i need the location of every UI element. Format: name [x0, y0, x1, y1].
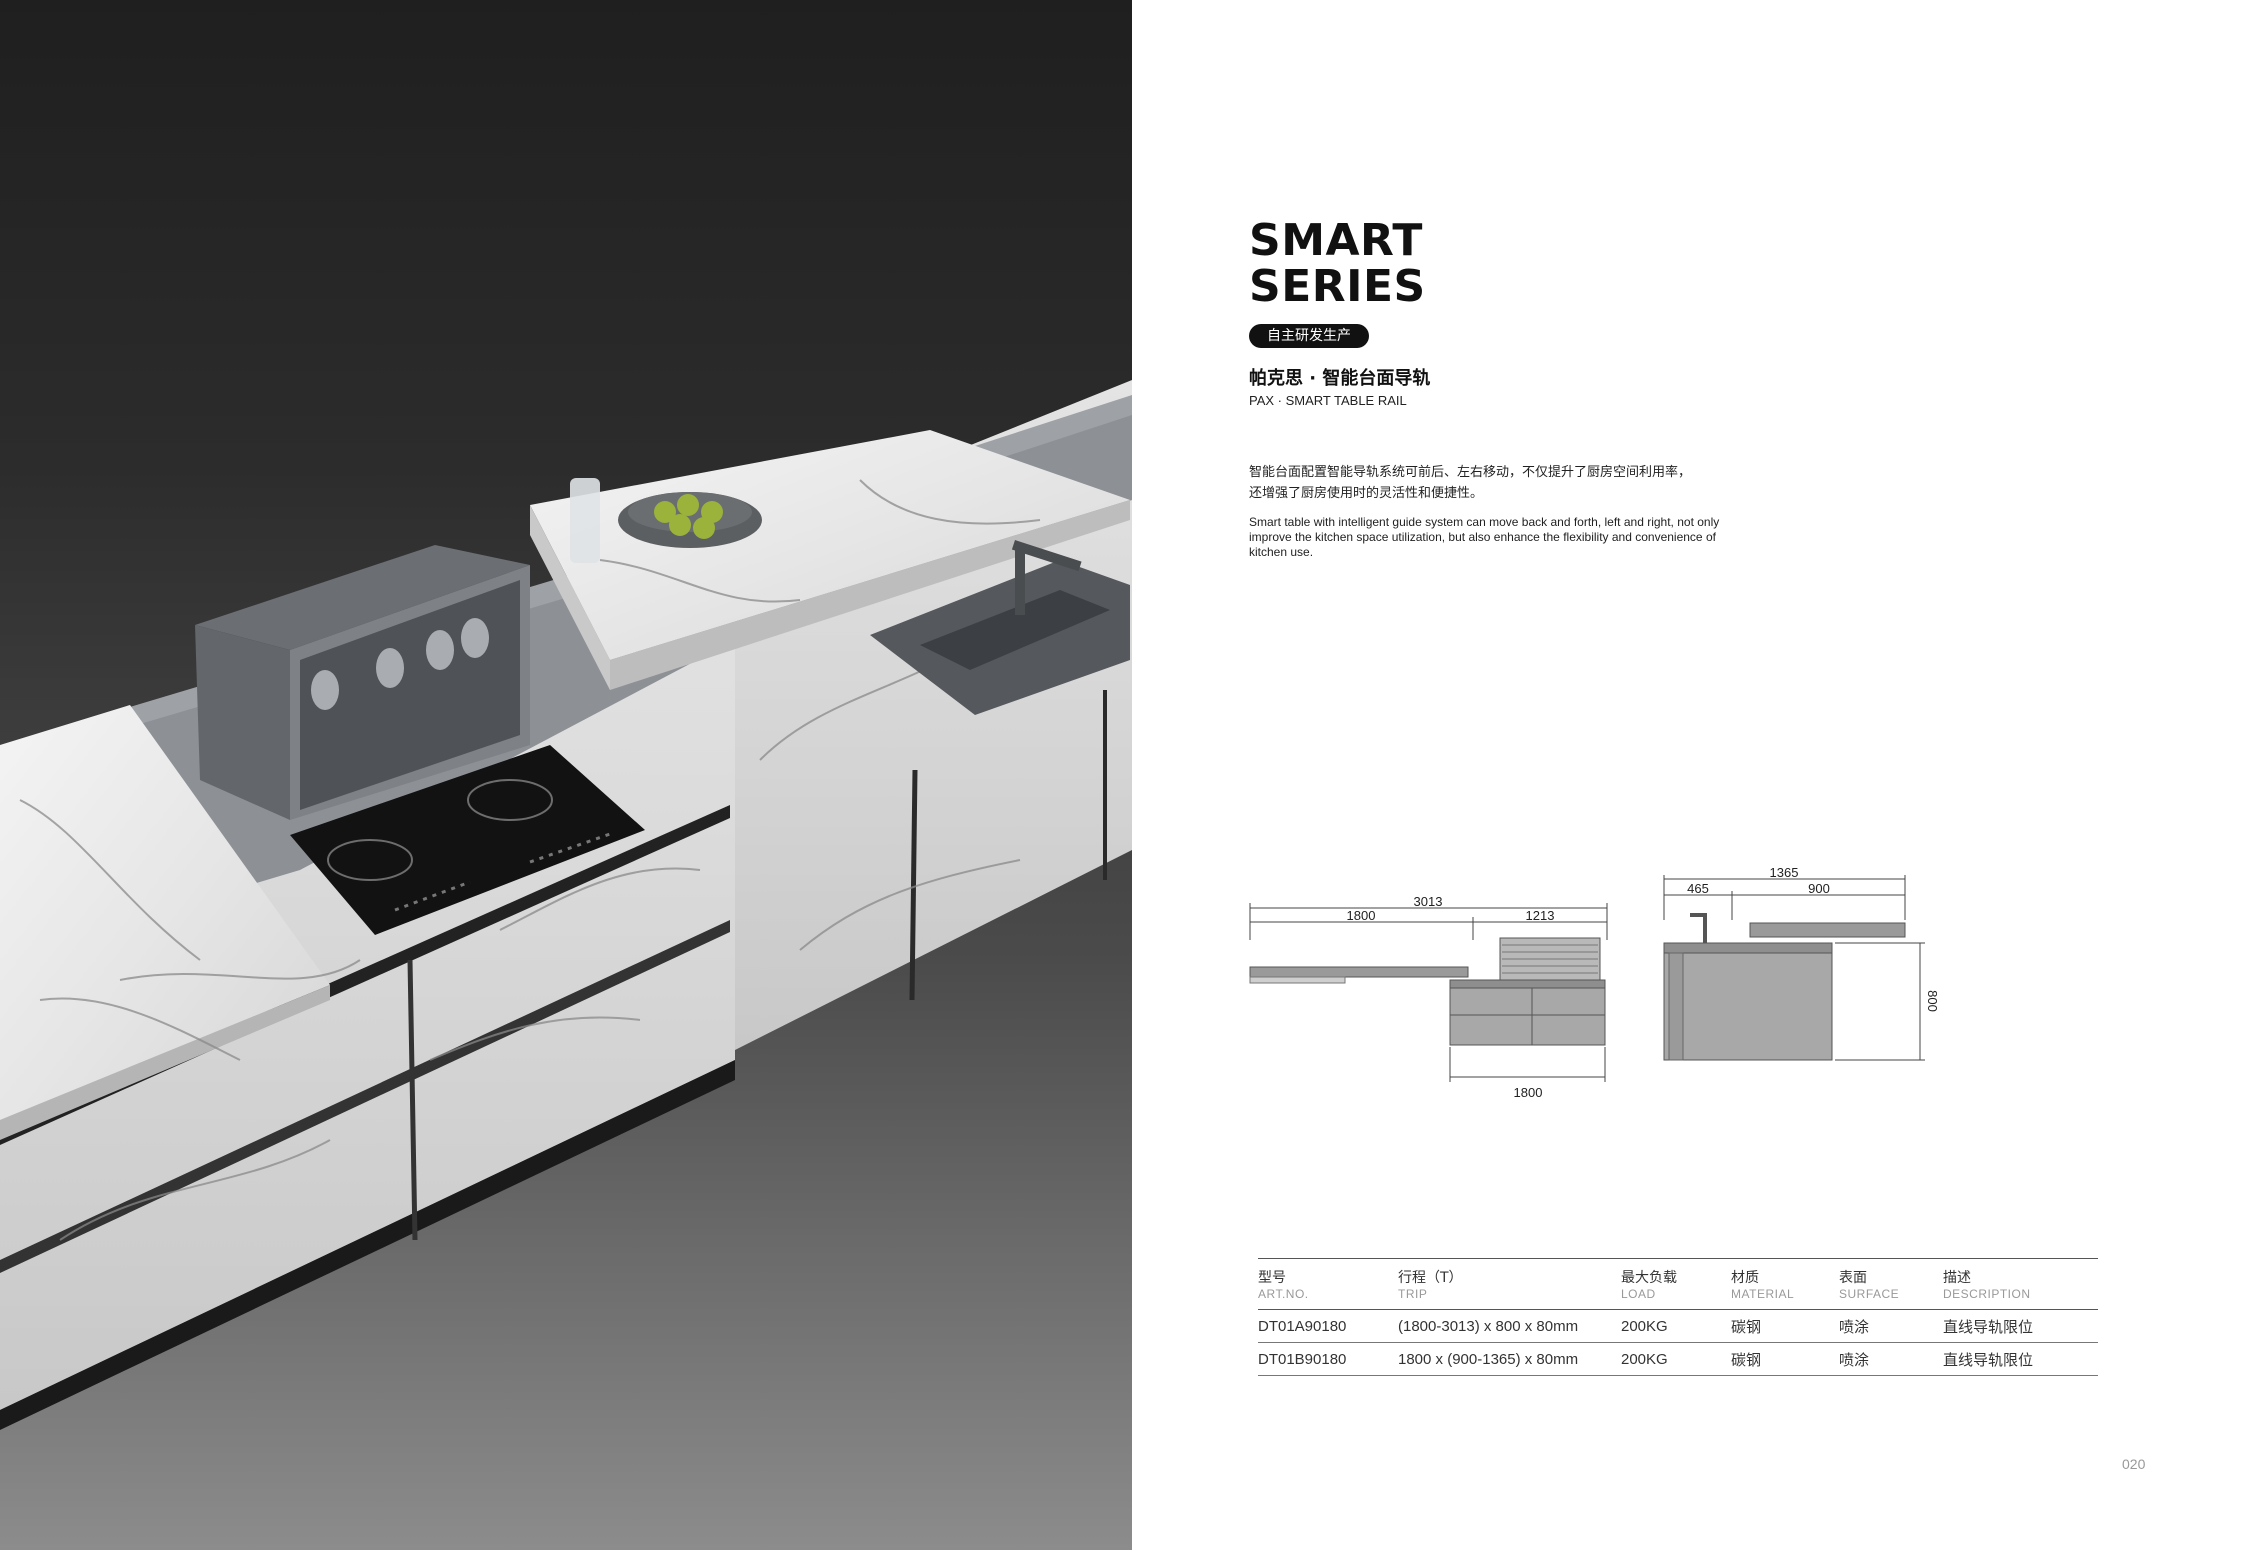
dim-front-left: 1800: [1347, 908, 1376, 923]
dim-side-height: 800: [1925, 990, 1940, 1012]
spec-table-header: 型号 ART.NO. 行程（T） TRIP 最大负载 LOAD 材质 MATER…: [1258, 1258, 2098, 1310]
cell-material: 碳钢: [1731, 1352, 1762, 1369]
product-title-en: PAX · SMART TABLE RAIL: [1249, 393, 1407, 408]
th-description-en: DESCRIPTION: [1943, 1287, 2031, 1301]
dim-front-base: 1800: [1514, 1085, 1543, 1100]
cell-load: 200KG: [1621, 1351, 1668, 1368]
dim-side-left: 465: [1687, 881, 1709, 896]
th-description: 描述 DESCRIPTION: [1943, 1259, 2098, 1310]
cell-art-no: DT01A90180: [1258, 1318, 1347, 1335]
heading-line-1: SMART: [1249, 215, 1423, 266]
th-load-cn: 最大负载: [1621, 1270, 1677, 1286]
th-surface: 表面 SURFACE: [1839, 1259, 1943, 1310]
side-view: 1365 465 900 800: [1663, 865, 1940, 1061]
th-surface-en: SURFACE: [1839, 1287, 1900, 1301]
th-art-no: 型号 ART.NO.: [1258, 1259, 1398, 1310]
table-row: DT01A90180 (1800-3013) x 800 x 80mm 200K…: [1258, 1310, 2098, 1343]
dim-side-total: 1365: [1770, 865, 1799, 880]
th-art-no-cn: 型号: [1258, 1270, 1286, 1286]
product-title-cn: 帕克思 · 智能台面导轨: [1249, 368, 1431, 389]
description-cn: 智能台面配置智能导轨系统可前后、左右移动，不仅提升了厨房空间利用率， 还增强了厨…: [1249, 462, 1769, 504]
th-material-en: MATERIAL: [1731, 1287, 1795, 1301]
description-en: Smart table with intelligent guide syste…: [1249, 515, 1720, 559]
th-load: 最大负载 LOAD: [1621, 1259, 1731, 1310]
kitchen-island-illustration: [0, 380, 1132, 1430]
cell-surface: 喷涂: [1839, 1352, 1870, 1369]
th-trip-cn: 行程（T）: [1398, 1270, 1463, 1286]
technical-drawing: 3013 1800 1213 1800 1365 465 90: [1249, 865, 1940, 1100]
front-view: 3013 1800 1213 1800: [1249, 894, 1608, 1100]
description-cn-line-1: 智能台面配置智能导轨系统可前后、左右移动，不仅提升了厨房空间利用率，: [1249, 465, 1692, 480]
th-trip-en: TRIP: [1398, 1287, 1428, 1301]
page-heading: SMART SERIES: [1249, 218, 1426, 310]
th-material: 材质 MATERIAL: [1731, 1259, 1839, 1310]
description-cn-line-2: 还增强了厨房使用时的灵活性和便捷性。: [1249, 486, 1484, 501]
badge: 自主研发生产: [1249, 324, 1369, 348]
th-art-no-en: ART.NO.: [1258, 1287, 1309, 1301]
cell-description: 直线导轨限位: [1943, 1352, 2034, 1369]
dim-front-total: 3013: [1414, 894, 1443, 909]
cell-load: 200KG: [1621, 1318, 1668, 1335]
cell-material: 碳钢: [1731, 1319, 1762, 1336]
th-surface-cn: 表面: [1839, 1270, 1867, 1286]
cell-description: 直线导轨限位: [1943, 1319, 2034, 1336]
spec-table: 型号 ART.NO. 行程（T） TRIP 最大负载 LOAD 材质 MATER…: [1258, 1258, 2098, 1376]
th-load-en: LOAD: [1621, 1287, 1656, 1301]
cell-art-no: DT01B90180: [1258, 1351, 1347, 1368]
cell-trip: (1800-3013) x 800 x 80mm: [1398, 1318, 1579, 1335]
cell-trip: 1800 x (900-1365) x 80mm: [1398, 1351, 1579, 1368]
dim-front-right: 1213: [1526, 908, 1555, 923]
heading-line-2: SERIES: [1249, 261, 1426, 312]
page-number: 020: [2122, 1456, 2146, 1472]
cell-surface: 喷涂: [1839, 1319, 1870, 1336]
th-material-cn: 材质: [1731, 1270, 1759, 1286]
th-description-cn: 描述: [1943, 1270, 1971, 1286]
product-photo: [0, 0, 1132, 1550]
dim-side-right: 900: [1808, 881, 1830, 896]
th-trip: 行程（T） TRIP: [1398, 1259, 1621, 1310]
table-row: DT01B90180 1800 x (900-1365) x 80mm 200K…: [1258, 1343, 2098, 1376]
